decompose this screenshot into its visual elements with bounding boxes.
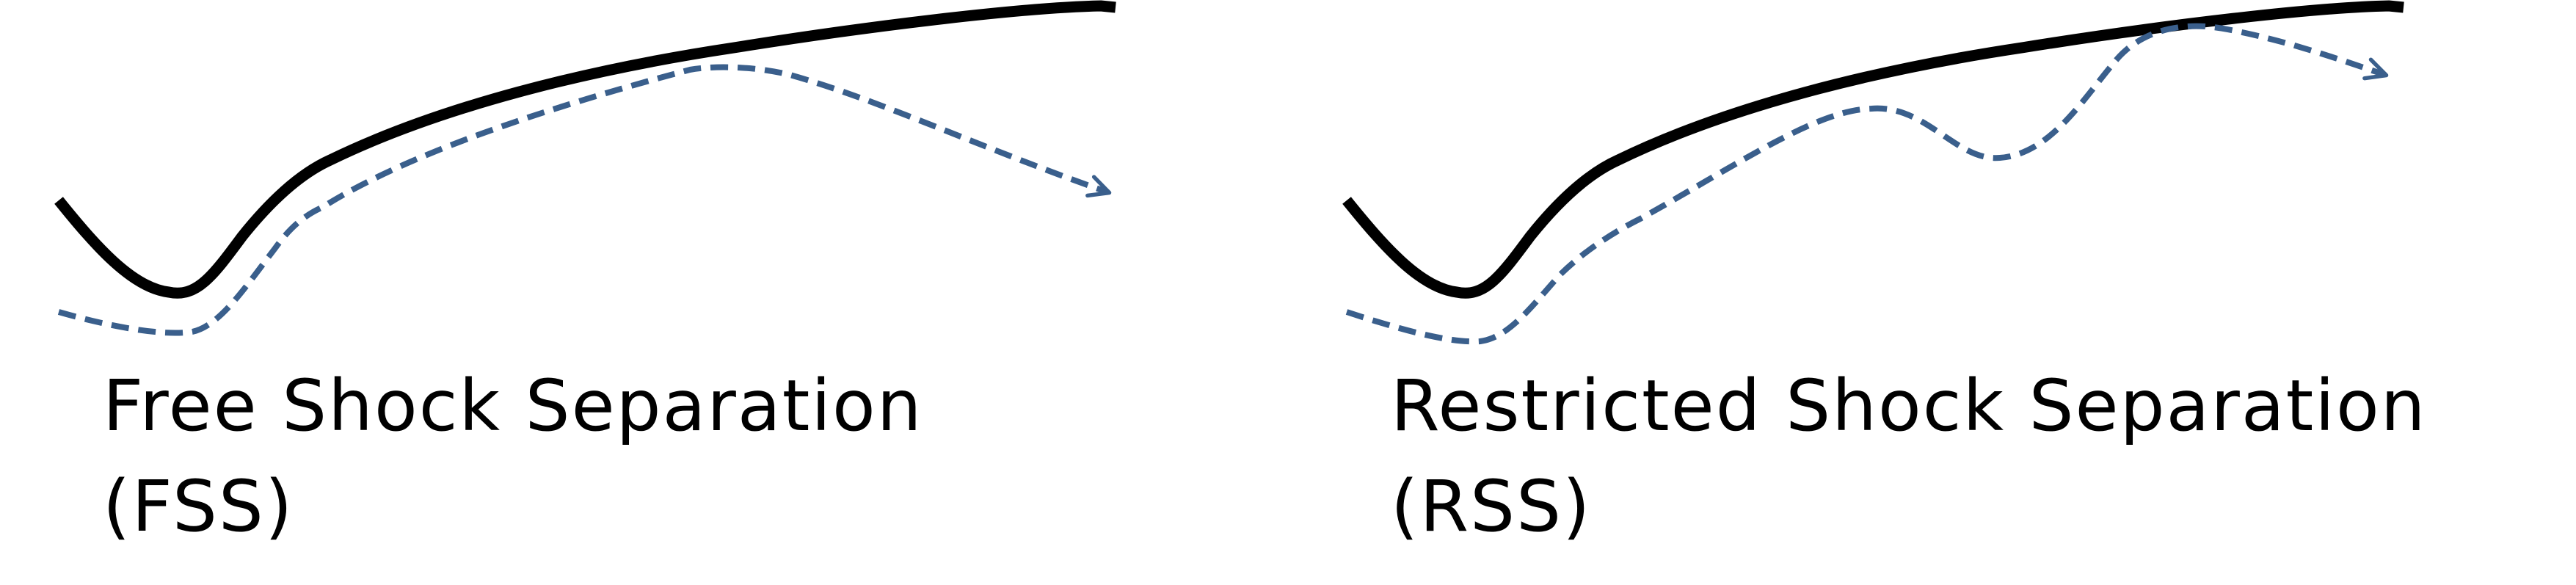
- fss-diagram: [54, 0, 1116, 336]
- rss-flow-path: [1345, 23, 2389, 345]
- fss-label: Free Shock Separation (FSS): [103, 356, 923, 557]
- fss-nozzle-wall: [54, 0, 1116, 299]
- fss-panel: Free Shock Separation (FSS): [54, 0, 1116, 557]
- rss-label-title: Restricted Shock Separation: [1391, 365, 2427, 447]
- rss-label: Restricted Shock Separation (RSS): [1391, 356, 2427, 557]
- fss-flow-path: [57, 64, 1112, 336]
- rss-panel: Restricted Shock Separation (RSS): [1288, 0, 2576, 585]
- rss-diagram: [1342, 0, 2404, 345]
- rss-label-abbreviation: (RSS): [1391, 465, 1592, 548]
- fss-label-abbreviation: (FSS): [103, 465, 294, 548]
- fss-label-title: Free Shock Separation: [103, 365, 923, 447]
- rss-nozzle-wall: [1342, 0, 2404, 299]
